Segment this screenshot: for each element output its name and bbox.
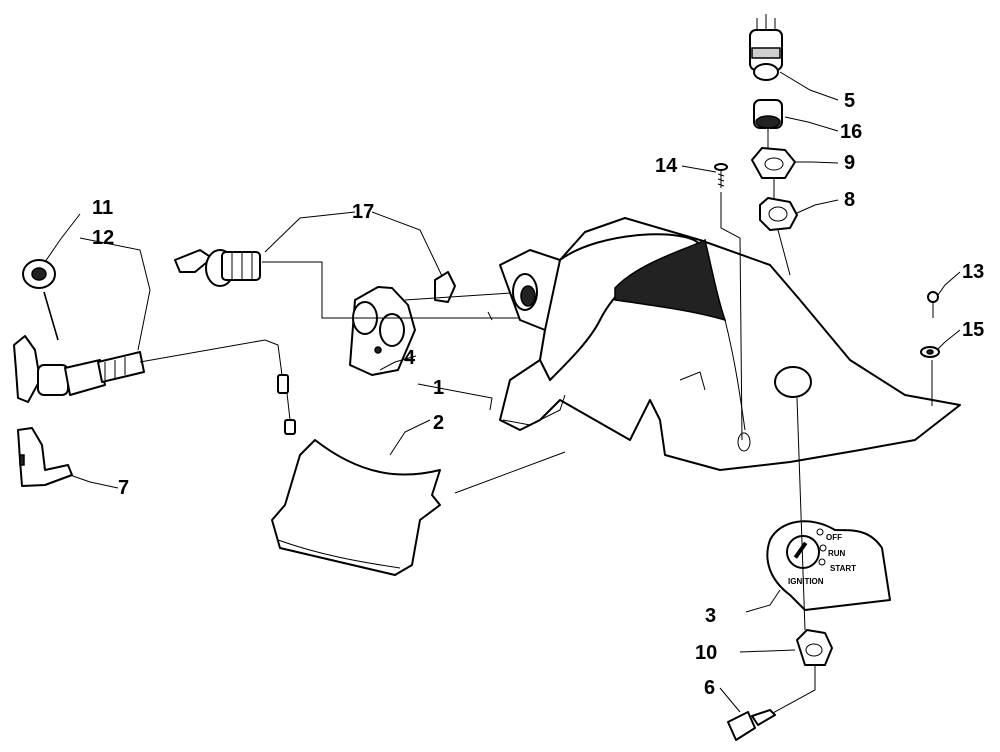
callout-1: 1: [433, 377, 444, 399]
ignition-plate: OFF RUN START IGNITION: [766, 520, 891, 611]
callout-16: 16: [840, 121, 862, 143]
ignition-label: IGNITION: [788, 577, 824, 586]
callout-numbers: 1 2 3 4 5 6 7 8 9 10 11 12 13 14 15 16 1…: [92, 90, 984, 699]
callout-2: 2: [433, 412, 444, 434]
lower-cover: [271, 439, 566, 576]
screw-14: [714, 163, 743, 441]
callout-5: 5: [844, 90, 855, 112]
callout-10: 10: [695, 642, 717, 664]
ignition-off-label: OFF: [826, 533, 842, 542]
callout-11: 11: [92, 197, 113, 219]
throttle-assembly: [13, 259, 296, 487]
callout-8: 8: [844, 189, 855, 211]
callout-6: 6: [704, 677, 715, 699]
nut-and-key: [727, 397, 833, 741]
callout-13: 13: [962, 261, 984, 283]
callout-3: 3: [705, 605, 716, 627]
switch-plate: [349, 286, 416, 376]
screw-13: [920, 291, 940, 406]
callout-4: 4: [404, 347, 416, 369]
callout-17: 17: [352, 201, 374, 223]
accessory-socket: [174, 249, 520, 321]
ignition-run-label: RUN: [828, 549, 846, 558]
callout-14: 14: [655, 155, 678, 177]
console-housing: [499, 217, 961, 471]
callout-7: 7: [118, 477, 129, 499]
leader-lines: [44, 71, 961, 713]
ignition-start-label: START: [830, 564, 856, 573]
callout-12: 12: [92, 227, 114, 249]
ignition-switch-stack: [749, 14, 798, 276]
callout-15: 15: [962, 319, 984, 341]
callout-9: 9: [844, 152, 855, 174]
